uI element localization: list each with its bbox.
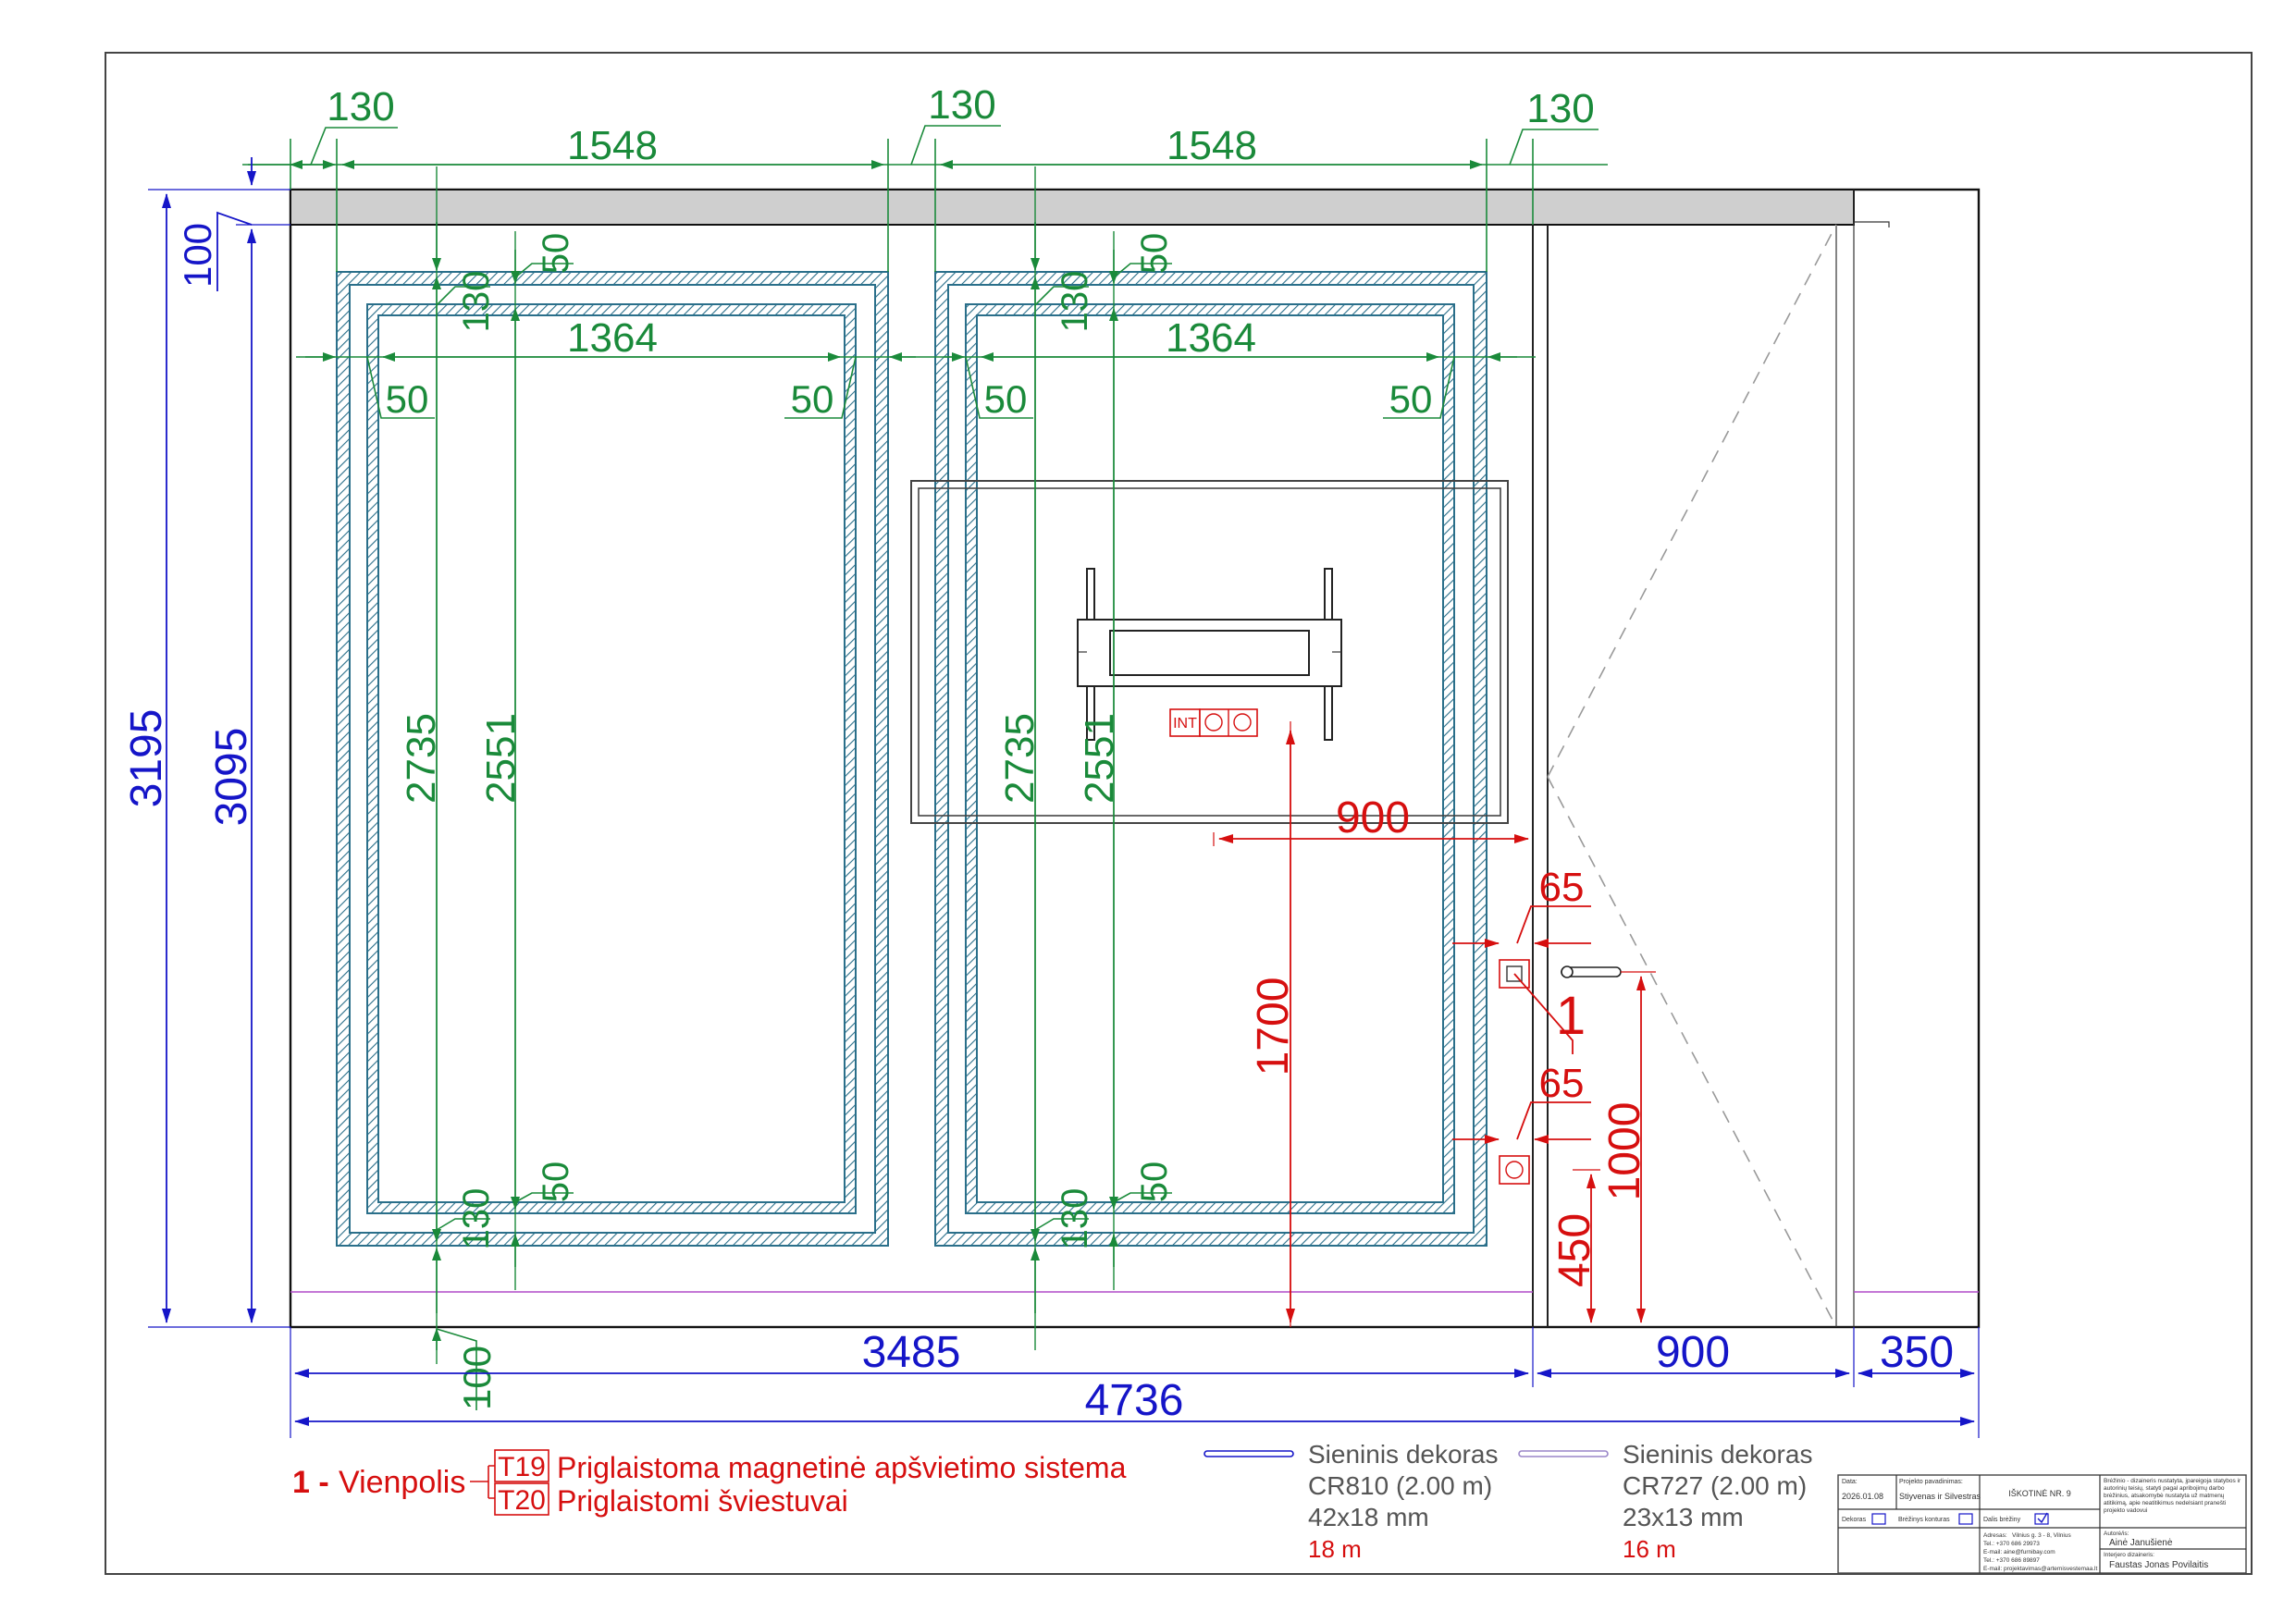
door-handle bbox=[1561, 965, 1622, 978]
dim-left-130-top: 130 bbox=[456, 271, 497, 333]
decor-2-size: 23x13 mm bbox=[1623, 1503, 1744, 1531]
dim-left-50-side-l: 50 bbox=[386, 377, 429, 421]
legend: 1 - Vienpolis T19 Priglaistoma magnetinė… bbox=[292, 1449, 1127, 1518]
dim-65-b: 65 bbox=[1539, 1061, 1585, 1106]
dim-right-50-top: 50 bbox=[1134, 233, 1175, 275]
legend-t20-text: Priglaistomi šviestuvai bbox=[557, 1484, 848, 1518]
dim-top-130-b: 130 bbox=[928, 82, 995, 128]
tb-phone2: Tel.: +370 686 89897 bbox=[1983, 1557, 2040, 1564]
tb-email2: E-mail: projektavimas@artemisvestemaa.lt bbox=[1983, 1566, 2097, 1572]
dim-right-2551: 2551 bbox=[1077, 713, 1122, 804]
dim-350: 350 bbox=[1880, 1328, 1954, 1377]
sheet-frame bbox=[105, 52, 2253, 1575]
socket-block: INT bbox=[1169, 708, 1258, 737]
tb-brezinys-label: Brėžinys konturas bbox=[1898, 1517, 1950, 1523]
decor-2-title: Sieninis dekoras bbox=[1623, 1440, 1812, 1469]
tb-address-label: Adresas: bbox=[1983, 1532, 2007, 1539]
tb-dekoras-checkbox[interactable] bbox=[1871, 1513, 1886, 1525]
decor-2-code: CR727 (2.00 m) bbox=[1623, 1471, 1807, 1500]
dim-450: 450 bbox=[1550, 1213, 1599, 1287]
tb-dalis-label: Dalis brėžiny bbox=[1983, 1517, 2021, 1523]
decor-entry-2: Sieninis dekoras CR727 (2.00 m) 23x13 mm… bbox=[1518, 1440, 1812, 1563]
dim-top-130-c: 130 bbox=[1526, 86, 1594, 131]
decor-1-code: CR810 (2.00 m) bbox=[1308, 1471, 1492, 1500]
tb-author-label: Autorė/is: bbox=[2104, 1531, 2129, 1537]
dim-65-a: 65 bbox=[1539, 865, 1585, 910]
tb-designer: Faustas Jonas Povilaitis bbox=[2109, 1560, 2208, 1570]
dim-900-red: 900 bbox=[1336, 793, 1410, 842]
tv-niche bbox=[910, 480, 1509, 824]
legend-t19-text: Priglaistoma magnetinė apšvietimo sistem… bbox=[557, 1451, 1127, 1484]
ceiling-band bbox=[290, 189, 1855, 226]
tb-designer-label: Interjero dizaineris: bbox=[2104, 1552, 2154, 1558]
tb-brezinys-checkbox[interactable] bbox=[1958, 1513, 1973, 1525]
legend-item-number: 1 - bbox=[292, 1465, 329, 1500]
tb-phone: Tel.: +370 686 29973 bbox=[1983, 1541, 2040, 1547]
dim-3485: 3485 bbox=[862, 1328, 961, 1377]
tb-author: Ainė Janušienė bbox=[2109, 1538, 2173, 1548]
dim-left-50-top: 50 bbox=[536, 233, 576, 275]
dim-left-50-side-r: 50 bbox=[791, 377, 834, 421]
decor-1-length: 18 m bbox=[1308, 1535, 1362, 1563]
dim-right-50-side-r: 50 bbox=[1389, 377, 1433, 421]
wall-socket bbox=[1499, 1155, 1530, 1185]
dim-3095: 3095 bbox=[207, 728, 256, 827]
green-dimensions: 130 1548 130 1548 130 2735 2551 130 50 1… bbox=[242, 82, 1608, 1410]
tb-dalis-checkbox[interactable] bbox=[2034, 1513, 2049, 1525]
dim-left-2551: 2551 bbox=[478, 713, 524, 804]
dim-right-50-side-l: 50 bbox=[984, 377, 1028, 421]
decor-1-size: 42x18 mm bbox=[1308, 1503, 1429, 1531]
dim-right-50-bottom: 50 bbox=[1134, 1162, 1175, 1203]
legend-t19-code: T19 bbox=[498, 1452, 546, 1482]
dim-right-130-top: 130 bbox=[1055, 271, 1095, 333]
decor-2-length: 16 m bbox=[1623, 1535, 1676, 1563]
dim-1000: 1000 bbox=[1600, 1102, 1649, 1201]
title-block: Data: 2026.01.08 Projekto pavadinimas: S… bbox=[1837, 1474, 2247, 1574]
red-dimensions: 1700 900 65 65 1 1000 450 bbox=[1213, 721, 1656, 1327]
tb-dekoras-label: Dekoras bbox=[1842, 1517, 1867, 1523]
dim-left-1364: 1364 bbox=[567, 315, 658, 361]
legend-t20-code: T20 bbox=[498, 1485, 546, 1516]
tb-project: Stiyvenas ir Silvestras bbox=[1899, 1492, 1981, 1501]
decor-1-title: Sieninis dekoras bbox=[1308, 1440, 1498, 1469]
dim-top-1548-b: 1548 bbox=[1167, 123, 1257, 168]
tb-date: 2026.01.08 bbox=[1842, 1492, 1883, 1501]
dim-900-bottom: 900 bbox=[1656, 1328, 1730, 1377]
switch-number-label: 1 bbox=[1556, 986, 1586, 1046]
check-icon bbox=[2037, 1512, 2048, 1524]
blue-dimensions: 3195 3095 100 3485 900 350 4736 bbox=[122, 157, 1980, 1438]
tv-wall-mount bbox=[1077, 568, 1342, 741]
legend-item-name: Vienpolis bbox=[339, 1465, 465, 1500]
tb-date-label: Data: bbox=[1842, 1479, 1858, 1485]
dim-right-1364: 1364 bbox=[1166, 315, 1256, 361]
dim-top-1548-a: 1548 bbox=[567, 123, 658, 168]
tb-notes: Brėžinio - dizaineris nustatyta, įpareig… bbox=[2104, 1478, 2241, 1514]
int-socket-label: INT bbox=[1173, 716, 1197, 732]
tb-address: Vilnius g. 3 - 8, Vilnius bbox=[2012, 1532, 2071, 1539]
moulding-panel-left bbox=[336, 271, 889, 1247]
dim-3195: 3195 bbox=[122, 709, 171, 808]
dim-right-2735: 2735 bbox=[997, 713, 1043, 804]
dim-left-50-bottom: 50 bbox=[536, 1162, 576, 1203]
tb-email: E-mail: aine@furnibay.com bbox=[1983, 1549, 2055, 1555]
dim-1700: 1700 bbox=[1249, 977, 1298, 1076]
dim-left-2735: 2735 bbox=[399, 713, 444, 804]
tb-project-label: Projekto pavadinimas: bbox=[1899, 1479, 1963, 1485]
dim-top-130-a: 130 bbox=[327, 84, 394, 129]
dim-4736: 4736 bbox=[1085, 1376, 1184, 1425]
dim-100-top: 100 bbox=[176, 223, 219, 288]
decor-entry-1: Sieninis dekoras CR810 (2.00 m) 42x18 mm… bbox=[1204, 1440, 1498, 1563]
dim-bottom-100: 100 bbox=[455, 1346, 499, 1410]
tb-sheet: IŠKOTINĖ NR. 9 bbox=[2008, 1489, 2071, 1498]
